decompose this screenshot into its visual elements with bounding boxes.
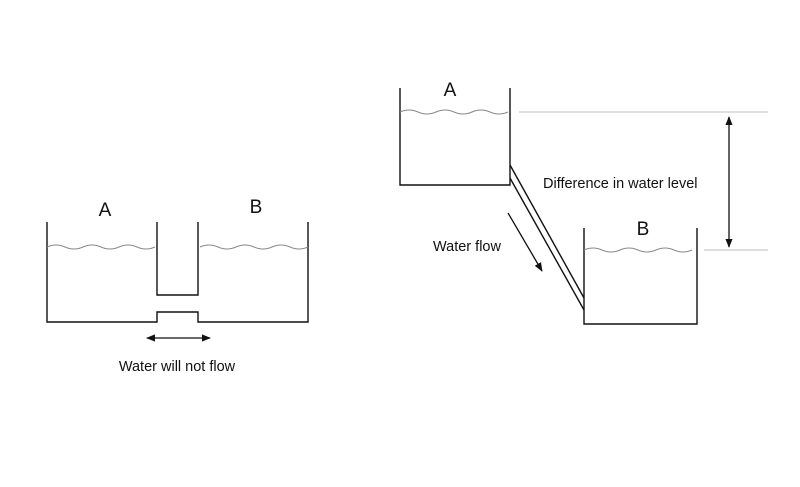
left-tank-b-label: B: [250, 197, 263, 218]
left-tank-outline: [46, 222, 309, 323]
left-tank-a-label: A: [99, 200, 112, 221]
lower-tank-outline: [583, 228, 698, 325]
left-water-surface-a: [46, 244, 156, 250]
water-flow-arrow: [507, 212, 543, 272]
left-diagram: A B Water will not flow: [46, 197, 309, 375]
upper-tank-water-surface: [399, 109, 509, 115]
upper-tank-a-label: A: [444, 80, 457, 101]
lower-tank-b-label: B: [637, 219, 650, 240]
level-difference-label: Difference in water level: [543, 176, 697, 192]
water-flow-label: Water flow: [433, 239, 501, 255]
pipe-lower-wall: [509, 177, 585, 311]
right-diagram: A B Difference in water level Water flow: [399, 80, 768, 325]
upper-tank-outline: [399, 88, 511, 186]
no-flow-caption: Water will not flow: [119, 359, 236, 375]
left-divider-wall: [156, 222, 199, 296]
lower-tank-water-surface: [583, 247, 693, 253]
left-water-surface-b: [199, 244, 309, 250]
pipe-upper-wall: [509, 164, 585, 299]
